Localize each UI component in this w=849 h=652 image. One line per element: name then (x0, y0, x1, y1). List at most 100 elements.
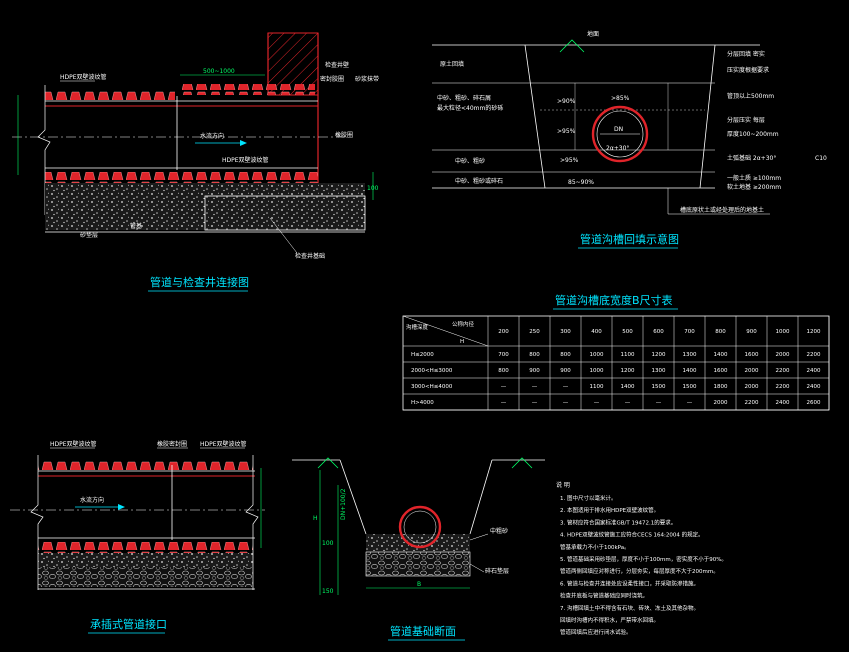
pipe-top-corrugation (45, 90, 175, 101)
table-cell: — (563, 384, 569, 390)
pipe-section-d4 (398, 505, 442, 549)
table-cell: 2000 (776, 352, 790, 358)
table-header-cell: 900 (746, 329, 757, 335)
table-cell: 1400 (683, 368, 697, 374)
drawing-bell-spigot-joint: 水流方向 HDPE双壁波纹管 橡胶密封圈 HDPE双壁波纹管 承插式管道接口 (10, 440, 265, 634)
right-note-4: 分层压实 每层 (727, 116, 765, 124)
pipe-section-d2 (591, 105, 649, 163)
dim-width-label: B (417, 581, 421, 588)
compaction-3: >95% (557, 128, 576, 135)
table-cell: 800 (560, 352, 571, 358)
title-drawing1: 管道与检查井连接图 (150, 275, 249, 289)
table-cell: 1000 (590, 352, 604, 358)
table-header-cell: 1200 (807, 329, 821, 335)
pipe-dn-label: DN (614, 126, 623, 133)
compaction-1: >90% (557, 98, 576, 105)
table-cell: 1500 (652, 384, 666, 390)
angle-label: 2α+30° (606, 145, 629, 152)
dim-h-label: H (313, 515, 318, 522)
table-header-cell: 250 (529, 329, 540, 335)
label-pipe-right-d3: HDPE双壁波纹管 (200, 440, 247, 448)
table-cell: 1200 (621, 368, 635, 374)
table-cell: — (501, 384, 507, 390)
table-cell: 2600 (807, 400, 821, 406)
table-cell: 1000 (590, 368, 604, 374)
pipe-bottom-corrugation (45, 172, 318, 183)
table-cell: — (532, 400, 538, 406)
table-cell: 2400 (776, 400, 790, 406)
trench-wall-right (699, 44, 716, 189)
table-header-cell: 400 (591, 329, 602, 335)
note-line: 7. 沟槽回填土中不得含有石块、砖块、冻土及其他杂物。 (560, 604, 699, 612)
table-cell: 2000 (714, 400, 728, 406)
right-note-2: 压实度根据要求 (727, 66, 769, 74)
dim-base-label: 100 (322, 540, 334, 547)
flow-arrow-head-d1 (240, 140, 247, 146)
right-note-7: C10 (815, 155, 827, 162)
label-tie-d1: 管基 (130, 222, 142, 230)
note-line: 回填时沟槽内不得积水，严禁带水回填。 (560, 616, 659, 624)
note-line: 管道两侧回填应对称进行，分层夯实，每层厚度不大于200mm。 (560, 567, 719, 575)
dim-right-label: 100 (367, 185, 379, 192)
dim-bottom-label: 150 (322, 588, 334, 595)
right-note-8: 一般土质 ≥100mm (727, 174, 781, 182)
table-cell: 700 (498, 352, 509, 358)
table-cell: 2400 (807, 384, 821, 390)
table-cell: 900 (560, 368, 571, 374)
table-border (402, 315, 830, 411)
note-line: 管基承载力不小于100kPa。 (560, 543, 630, 551)
table-corner-diagonal (402, 315, 489, 347)
label-wall-d1: 检查井壁 (325, 61, 349, 69)
table-cell: 2000 (745, 368, 759, 374)
right-note-1: 分层回填 密实 (727, 50, 765, 58)
notes-block: 说 明 1. 图中尺寸以毫米计。2. 本图适用于排水用HDPE双壁波纹管。3. … (556, 481, 727, 636)
title-drawing4: 管道基础断面 (390, 624, 456, 638)
table-cell: — (625, 400, 631, 406)
flow-direction-label-d3: 水流方向 (80, 496, 104, 504)
label-found-d1: 检查井基础 (295, 252, 325, 260)
table-cell: 2200 (776, 384, 790, 390)
drawing-foundation-section: B H DN+100/2 100 150 中粗砂 碎石垫层 管道基础断面 (292, 457, 545, 641)
table-cell: 1600 (745, 352, 759, 358)
table-cell: 1600 (714, 368, 728, 374)
table-cell: — (687, 400, 693, 406)
trench-wall-left-d4 (339, 459, 367, 535)
table-cell: 2400 (807, 368, 821, 374)
table-header-cell: 500 (622, 329, 633, 335)
dim-top-label: 500~1000 (203, 68, 235, 75)
note-line: 2. 本图适用于排水用HDPE双壁波纹管。 (560, 506, 659, 514)
table-title: 管道沟槽底宽度B尺寸表 (555, 293, 673, 307)
table-cell: 1200 (652, 352, 666, 358)
label-sand-d4: 中粗砂 (490, 527, 508, 535)
table-corner-mid: 沟槽深度 (406, 323, 429, 331)
manhole-foundation (204, 195, 366, 231)
table-cell: 1300 (652, 368, 666, 374)
note-line: 5. 管道基础采用砂垫层，厚度不小于100mm，密实度不小于90%。 (560, 555, 727, 563)
label-pipe-bottom-d1: HDPE双壁波纹管 (222, 156, 269, 164)
label-ring-d1: 橡胶圈 (335, 131, 353, 139)
pipe-top-corrugation-right (180, 84, 315, 95)
right-note-5: 厚度100~200mm (727, 130, 779, 138)
note-line: 管道回填后应进行闭水试验。 (560, 628, 632, 636)
table-cell: 2200 (776, 368, 790, 374)
label-gravel-d4: 碎石垫层 (485, 567, 509, 575)
trench-wall-right-d4 (469, 459, 493, 535)
table-cell: — (594, 400, 600, 406)
table-cell: 2000 (745, 384, 759, 390)
table-cell: 1300 (683, 352, 697, 358)
ground-symbol-right-d4 (511, 457, 533, 469)
zone-label-3: 最大粒径<40mm的砂砾 (437, 104, 503, 112)
table-cell: 1400 (714, 352, 728, 358)
table-cell: 1100 (621, 352, 635, 358)
table-row-label: 2000<H≤3000 (411, 368, 453, 374)
label-ground-d2: 地面 (587, 30, 599, 38)
gravel-bed-d4 (365, 551, 471, 577)
table-cell: 2200 (807, 352, 821, 358)
table-cell: 1100 (590, 384, 604, 390)
compaction-2: >85% (611, 95, 630, 102)
table-header-cell: 300 (560, 329, 571, 335)
dim-depth-label: DN+100/2 (340, 488, 347, 520)
note-line: 1. 图中尺寸以毫米计。 (560, 494, 617, 502)
